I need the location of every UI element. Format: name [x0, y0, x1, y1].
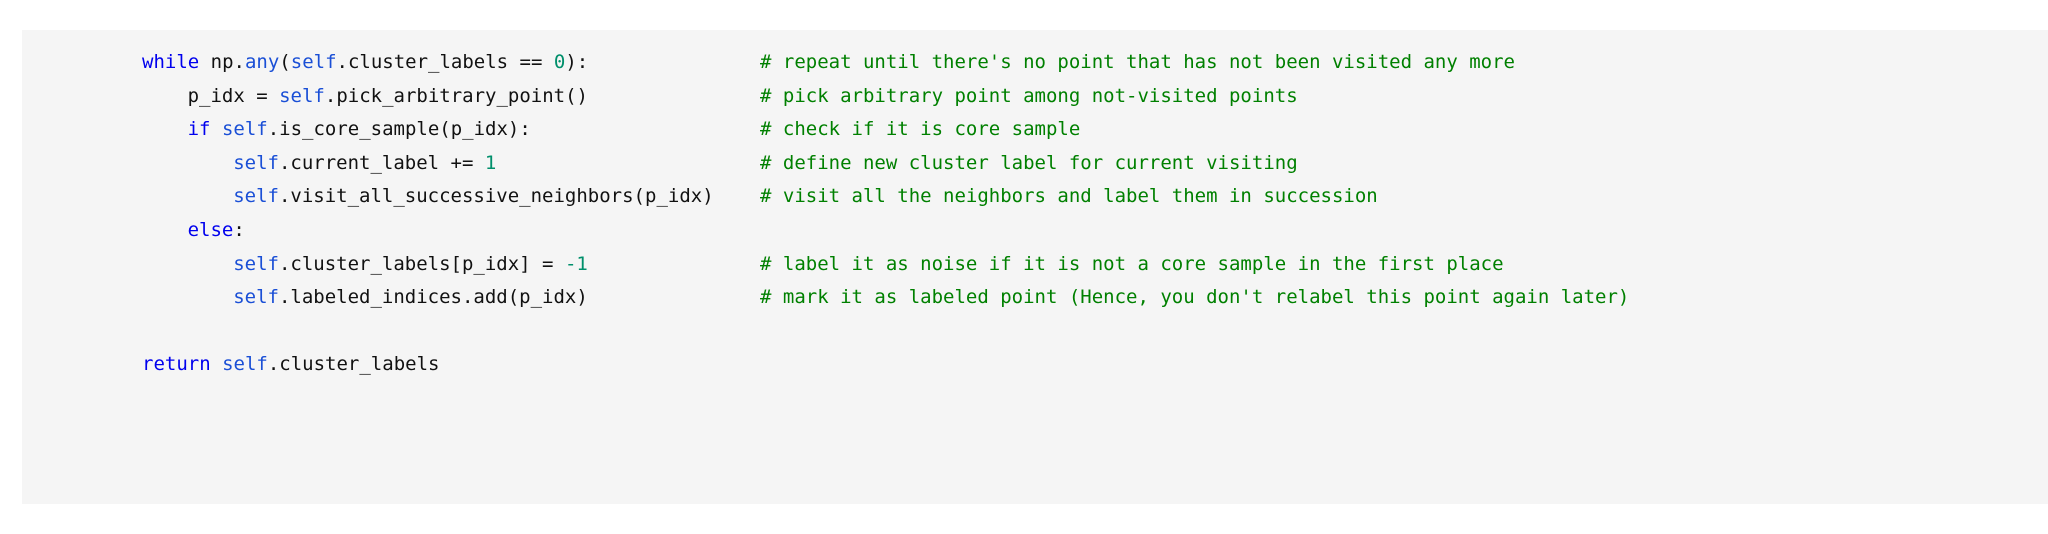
code-token-self: self: [221, 118, 268, 141]
code-token-num: -1: [564, 252, 588, 275]
code-token-plain: .cluster_labels ==: [336, 51, 554, 73]
code-token-plain: (: [279, 51, 291, 73]
code-token-self: self: [290, 51, 337, 73]
code-token-plain: .cluster_labels[p_idx] =: [278, 252, 565, 275]
code-token-plain: ):: [565, 51, 589, 73]
code-token-plain: .current_label +=: [278, 151, 485, 174]
code-token-kw: while: [142, 51, 200, 73]
code-line-text: return self.cluster_labels: [142, 348, 439, 382]
code-token-self: self: [222, 353, 268, 376]
code-line-text: self.visit_all_successive_neighbors(p_id…: [233, 180, 713, 214]
code-token-plain: [211, 353, 222, 375]
code-line: return self.cluster_labels: [22, 348, 2048, 382]
code-token-num: 0: [553, 51, 566, 73]
code-token-plain: :: [233, 218, 245, 241]
code-line-text: while np.any(self.cluster_labels == 0):: [142, 46, 588, 80]
code-token-self: self: [279, 84, 325, 107]
code-line-text: self.labeled_indices.add(p_idx): [233, 281, 588, 315]
code-comment: # visit all the neighbors and label them…: [760, 185, 1378, 208]
code-line-text: if self.is_core_sample(p_idx):: [188, 113, 531, 147]
code-line: p_idx = self.pick_arbitrary_point() # pic…: [22, 80, 2048, 114]
code-token-kw: else: [187, 218, 234, 241]
code-token-plain: .pick_arbitrary_point(): [324, 84, 588, 107]
code-comment: # label it as noise if it is not a core …: [760, 252, 1504, 275]
code-line: self.visit_all_successive_neighbors(p_id…: [22, 180, 2048, 214]
code-token-plain: np.: [199, 51, 245, 73]
code-comment: # check if it is core sample: [760, 118, 1081, 141]
code-token-kw: if: [187, 118, 211, 141]
code-comment: # define new cluster label for current v…: [760, 151, 1298, 174]
code-token-kw: return: [142, 353, 211, 376]
code-comment: # mark it as labeled point (Hence, you d…: [760, 286, 1630, 309]
code-token-plain: .cluster_labels: [267, 353, 440, 376]
code-token-num: 1: [484, 151, 497, 174]
code-token-self: self: [233, 185, 279, 208]
code-token-plain: .visit_all_successive_neighbors(p_idx): [278, 185, 714, 208]
code-token-plain: p_idx =: [187, 84, 280, 107]
code-line-text: p_idx = self.pick_arbitrary_point(): [188, 80, 588, 114]
code-token-plain: [210, 118, 221, 140]
code-comment: # repeat until there's no point that has…: [760, 51, 1515, 73]
code-token-self: self: [233, 286, 279, 309]
code-comment: # pick arbitrary point among not-visited…: [760, 84, 1298, 107]
code-line: else:: [22, 214, 2048, 248]
code-line: self.labeled_indices.add(p_idx) # mark it…: [22, 281, 2048, 315]
code-token-plain: .is_core_sample(p_idx):: [267, 118, 531, 141]
code-line: self.current_label += 1 # define new clus…: [22, 147, 2048, 181]
code-line-text: self.cluster_labels[p_idx] = -1: [233, 248, 588, 282]
code-line: [22, 315, 2048, 349]
code-token-self: any: [244, 51, 280, 73]
code-token-plain: .labeled_indices.add(p_idx): [278, 286, 588, 309]
code-line-text: else:: [188, 214, 245, 248]
code-line: self.cluster_labels[p_idx] = -1 # label i…: [22, 248, 2048, 282]
code-line-text: self.current_label += 1: [233, 147, 496, 181]
code-token-self: self: [233, 252, 279, 275]
code-line: if self.is_core_sample(p_idx): # check if…: [22, 113, 2048, 147]
code-token-self: self: [233, 151, 279, 174]
code-lines: while np.any(self.cluster_labels == 0):#…: [22, 46, 2048, 382]
code-block: while np.any(self.cluster_labels == 0):#…: [22, 30, 2048, 504]
code-line: while np.any(self.cluster_labels == 0): #…: [22, 46, 2048, 80]
